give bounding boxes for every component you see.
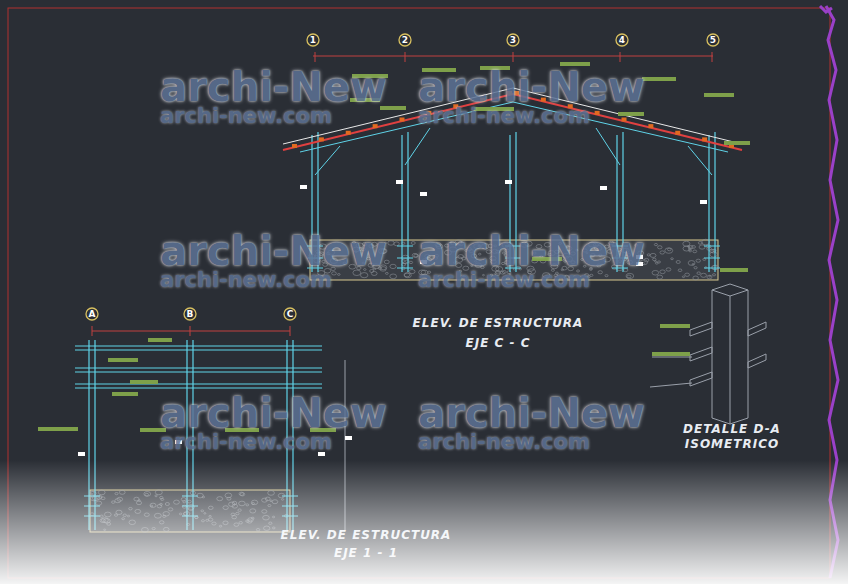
watermark: archi-New [418, 228, 645, 274]
axis-bubble: C [283, 307, 297, 321]
drawing-title: EJE C - C [466, 336, 531, 350]
axis-label: B [187, 310, 194, 319]
axis-label: 2 [402, 36, 408, 45]
axis-bubble: B [183, 307, 197, 321]
axis-bubble: 3 [506, 33, 520, 47]
drawing-title: ELEV. DE ESTRUCTURA [281, 528, 452, 542]
watermark: archi-new.com [418, 104, 590, 128]
isometric-post [650, 284, 766, 424]
torn-edge [820, 6, 832, 12]
callout-bars [38, 62, 750, 432]
watermark: archi-new.com [418, 268, 590, 292]
watermark: archi-New [160, 390, 387, 436]
watermark: archi-new.com [160, 430, 332, 454]
watermark: archi-New [418, 64, 645, 110]
watermark: archi-New [160, 228, 387, 274]
axis-bubble: 2 [398, 33, 412, 47]
sheet-border [8, 8, 830, 578]
watermark: archi-new.com [160, 268, 332, 292]
axis-label: C [287, 310, 294, 319]
axis-bubble: A [85, 307, 99, 321]
axis-label: 4 [619, 36, 625, 45]
drawing-title: ISOMETRICO [685, 437, 779, 451]
watermark: archi-New [160, 64, 387, 110]
torn-edge [826, 6, 838, 578]
drawing-title: DETALLE D-A [683, 422, 781, 436]
watermark: archi-New [418, 390, 645, 436]
watermark: archi-new.com [160, 104, 332, 128]
axis-bubble: 1 [306, 33, 320, 47]
axis-bubble: 5 [706, 33, 720, 47]
axis-label: 3 [510, 36, 516, 45]
axis-label: 5 [710, 36, 716, 45]
watermark: archi-new.com [418, 430, 590, 454]
drawing-title: ELEV. DE ESTRUCTURA [413, 316, 584, 330]
axis-bubble: 4 [615, 33, 629, 47]
axis-label: 1 [310, 36, 316, 45]
axis-label: A [89, 310, 96, 319]
drawing-title: EJE 1 - 1 [334, 546, 398, 560]
